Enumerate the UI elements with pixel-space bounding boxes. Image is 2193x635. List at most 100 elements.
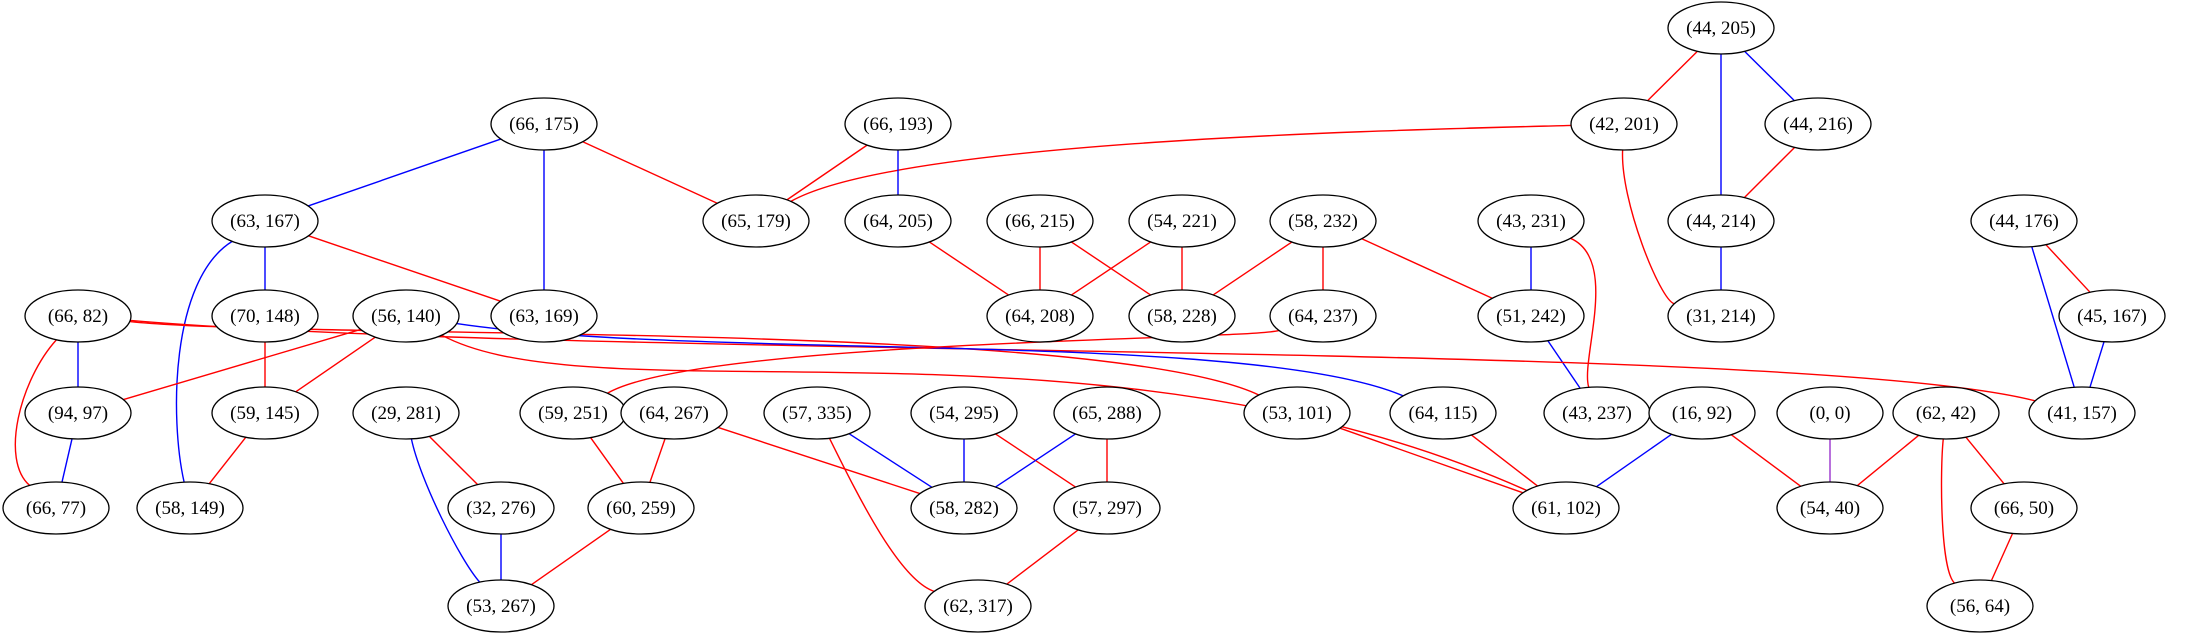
edge-n64_267-n60_259 [649,438,666,483]
node-ellipse [1477,289,1585,343]
node-ellipse [447,579,555,633]
node-ellipse [1667,289,1775,343]
graph-node: (54, 295) [910,386,1018,440]
edge-n66_175-n65_179 [582,141,718,204]
node-ellipse [24,386,132,440]
graph-node: (53, 101) [1243,386,1351,440]
node-ellipse [136,481,244,535]
node-label: (64, 267) [639,403,709,424]
edge-n64_237-n59_251 [607,329,1280,394]
graph-node: (65, 288) [1053,386,1161,440]
node-label: (66, 82) [48,306,108,327]
node-ellipse [1269,194,1377,248]
node-label: (64, 205) [863,211,933,232]
graph-node: (59, 145) [211,386,319,440]
graph-node: (66, 50) [1970,481,2078,535]
node-ellipse [844,97,952,151]
node-label: (59, 145) [230,403,300,424]
node-label: (0, 0) [1809,403,1850,424]
graph-node: (62, 42) [1892,386,2000,440]
node-ellipse [447,481,555,535]
node-label: (57, 335) [782,403,852,424]
graph-node: (66, 82) [24,289,132,343]
graph-node: (62, 317) [924,579,1032,633]
node-label: (29, 281) [371,403,441,424]
node-label: (53, 101) [1262,403,1332,424]
edge-n29_281-n53_267 [410,438,481,583]
edge-n59_251-n60_259 [589,437,625,484]
node-label: (45, 167) [2077,306,2147,327]
graph-node: (44, 205) [1667,1,1775,55]
graph-node: (0, 0) [1776,386,1884,440]
edge-n58_232-n51_242 [1361,238,1493,299]
node-ellipse [1667,1,1775,55]
graph-node: (58, 228) [1128,289,1236,343]
graph-node: (58, 282) [910,481,1018,535]
node-ellipse [2028,386,2136,440]
node-label: (58, 282) [929,498,999,519]
edge-n56_140-n64_115 [456,322,1404,397]
node-label: (59, 251) [538,403,608,424]
edge-n44_216-n44_214 [1743,146,1796,199]
node-ellipse [702,194,810,248]
node-ellipse [1570,97,1678,151]
node-ellipse [352,289,460,343]
edge-n62_42-n56_64 [1940,438,1956,584]
node-label: (64, 237) [1288,306,1358,327]
node-ellipse [211,289,319,343]
node-ellipse [490,289,598,343]
edge-n29_281-n32_276 [428,435,479,486]
edge-n57_335-n62_317 [828,437,935,593]
edge-n44_205-n44_216 [1744,50,1795,102]
edge-n16_92-n61_102 [1596,433,1672,488]
node-ellipse [1926,579,2034,633]
edge-n42_201-n65_179 [790,124,1572,203]
graph-node: (56, 64) [1926,579,2034,633]
graph-node: (44, 216) [1764,97,1872,151]
node-ellipse [620,386,728,440]
edge-n56_140-n94_97 [123,328,361,401]
node-label: (32, 276) [466,498,536,519]
node-label: (16, 92) [1672,403,1732,424]
node-ellipse [1128,289,1236,343]
node-label: (44, 176) [1989,211,2059,232]
edge-n53_101-n61_102 [1339,427,1524,494]
node-ellipse [910,386,1018,440]
node-label: (44, 205) [1686,18,1756,39]
node-ellipse [986,194,1094,248]
edge-n66_50-n56_64 [1990,533,2014,581]
graph-node: (63, 169) [490,289,598,343]
edge-n42_201-n31_214 [1621,149,1675,305]
edge-n44_176-n41_157 [2031,246,2075,388]
node-ellipse [587,481,695,535]
node-label: (66, 77) [26,498,86,519]
node-ellipse [1512,481,1620,535]
graph-node: (45, 167) [2058,289,2166,343]
node-label: (44, 214) [1686,211,1756,232]
node-label: (57, 297) [1072,498,1142,519]
edge-n16_92-n54_40 [1730,434,1802,487]
node-label: (51, 242) [1496,306,1566,327]
graph-node: (64, 267) [620,386,728,440]
graph-node: (29, 281) [352,386,460,440]
node-label: (54, 40) [1800,498,1860,519]
graph-node: (63, 167) [211,194,319,248]
node-ellipse [1970,481,2078,535]
node-ellipse [1269,289,1377,343]
graph-node: (64, 237) [1269,289,1377,343]
graph-node: (56, 140) [352,289,460,343]
node-ellipse [2,481,110,535]
node-label: (65, 179) [721,211,791,232]
node-ellipse [910,481,1018,535]
node-ellipse [1764,97,1872,151]
graph-node: (70, 148) [211,289,319,343]
node-label: (60, 259) [606,498,676,519]
node-ellipse [1776,386,1884,440]
graph-node: (31, 214) [1667,289,1775,343]
node-ellipse [986,289,1094,343]
node-ellipse [1053,386,1161,440]
edge-n62_42-n66_50 [1965,436,2005,485]
edge-n45_167-n41_157 [2089,341,2105,388]
node-label: (54, 221) [1147,211,1217,232]
node-label: (53, 267) [466,596,536,617]
